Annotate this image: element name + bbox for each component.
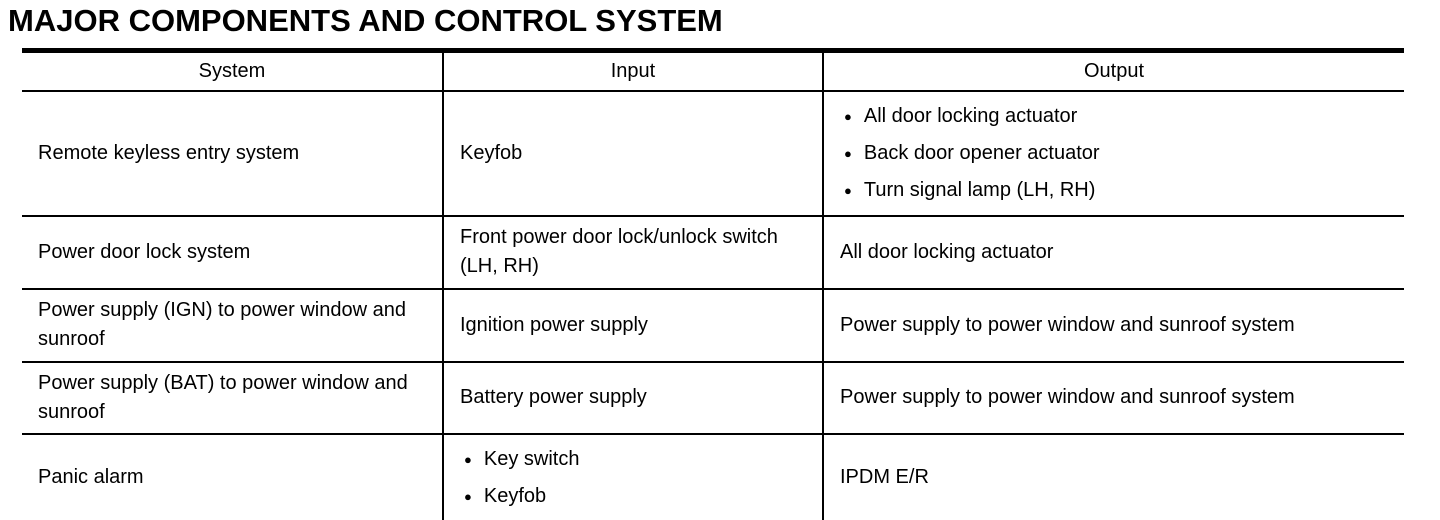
list-item-label: Turn signal lamp (LH, RH) [863,178,1096,201]
input-bullet-list: ● Key switch ● Keyfob [460,441,808,515]
list-item-label: Back door opener actuator [863,141,1100,164]
list-item: ● Keyfob [460,478,808,515]
list-item-label: Key switch [483,447,580,470]
cell-output: Power supply to power window and sunroof… [822,288,1404,363]
list-item: ● All door locking actuator [840,98,1390,135]
cell-output: IPDM E/R [822,433,1404,520]
table-row-power-door-lock: Power door lock system Front power door … [22,215,1404,290]
bullet-icon: ● [844,108,852,124]
output-bullet-list: ● All door locking actuator ● Back door … [840,98,1390,209]
cell-input: Battery power supply [442,361,823,435]
cell-system: Power supply (IGN) to power window and s… [22,288,443,363]
cell-input: Ignition power supply [442,288,823,363]
bullet-icon: ● [464,488,472,504]
table-row-power-supply-bat: Power supply (BAT) to power window and s… [22,361,1404,435]
bullet-icon: ● [464,451,472,467]
list-item-label: Keyfob [483,484,547,507]
column-header-output: Output [822,50,1404,92]
list-item: ● Turn signal lamp (LH, RH) [840,172,1390,209]
list-item: ● Key switch [460,441,808,478]
list-item: ● Back door opener actuator [840,135,1390,172]
column-header-system: System [22,50,443,92]
table-row-power-supply-ign: Power supply (IGN) to power window and s… [22,288,1404,363]
components-table: System Input Output Remote keyless entry… [22,48,1404,520]
cell-system: Panic alarm [22,433,443,520]
table-row-panic-alarm: Panic alarm ● Key switch ● Keyfob IPDM E… [22,433,1404,520]
bullet-icon: ● [844,145,852,161]
page-title: MAJOR COMPONENTS AND CONTROL SYSTEM [8,3,723,38]
cell-system: Remote keyless entry system [22,90,443,217]
cell-output: All door locking actuator [822,215,1404,290]
cell-system: Power door lock system [22,215,443,290]
cell-output: ● All door locking actuator ● Back door … [822,90,1404,217]
cell-output: Power supply to power window and sunroof… [822,361,1404,435]
table-header-row: System Input Output [22,50,1404,92]
table-row-remote-keyless-entry: Remote keyless entry system Keyfob ● All… [22,90,1404,217]
cell-input: ● Key switch ● Keyfob [442,433,823,520]
column-header-input: Input [442,50,823,92]
cell-input: Front power door lock/unlock switch (LH,… [442,215,823,290]
cell-input: Keyfob [442,90,823,217]
bullet-icon: ● [844,182,852,198]
list-item-label: All door locking actuator [863,104,1078,127]
cell-system: Power supply (BAT) to power window and s… [22,361,443,435]
